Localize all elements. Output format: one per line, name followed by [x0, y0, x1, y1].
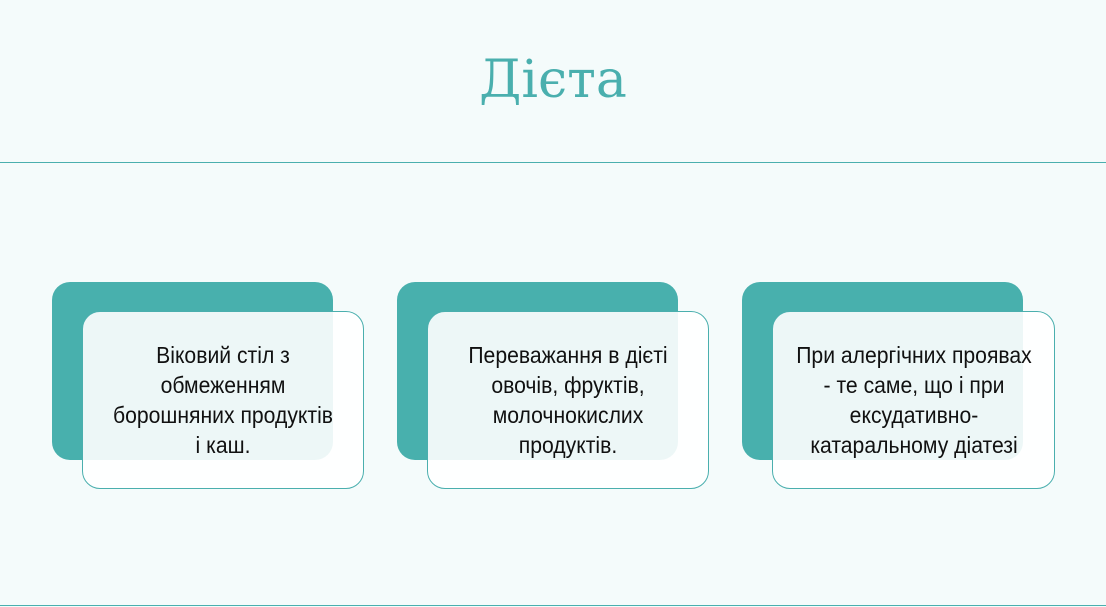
card-1-text: Віковий стіл з обмеженням борошняних про…	[112, 342, 334, 458]
bottom-divider	[0, 605, 1106, 606]
card-3-panel: При алергічних проявах - те саме, що і п…	[772, 311, 1055, 489]
card-2-panel: Переважання в дієті овочів, фруктів, мол…	[427, 311, 709, 489]
card-2-text: Переважання в дієті овочів, фруктів, мол…	[468, 342, 668, 458]
card-1-panel: Віковий стіл з обмеженням борошняних про…	[82, 311, 364, 489]
slide-title: Дієта	[479, 50, 627, 110]
title-divider	[0, 162, 1106, 163]
card-3-text: При алергічних проявах - те саме, що і п…	[795, 342, 1032, 458]
